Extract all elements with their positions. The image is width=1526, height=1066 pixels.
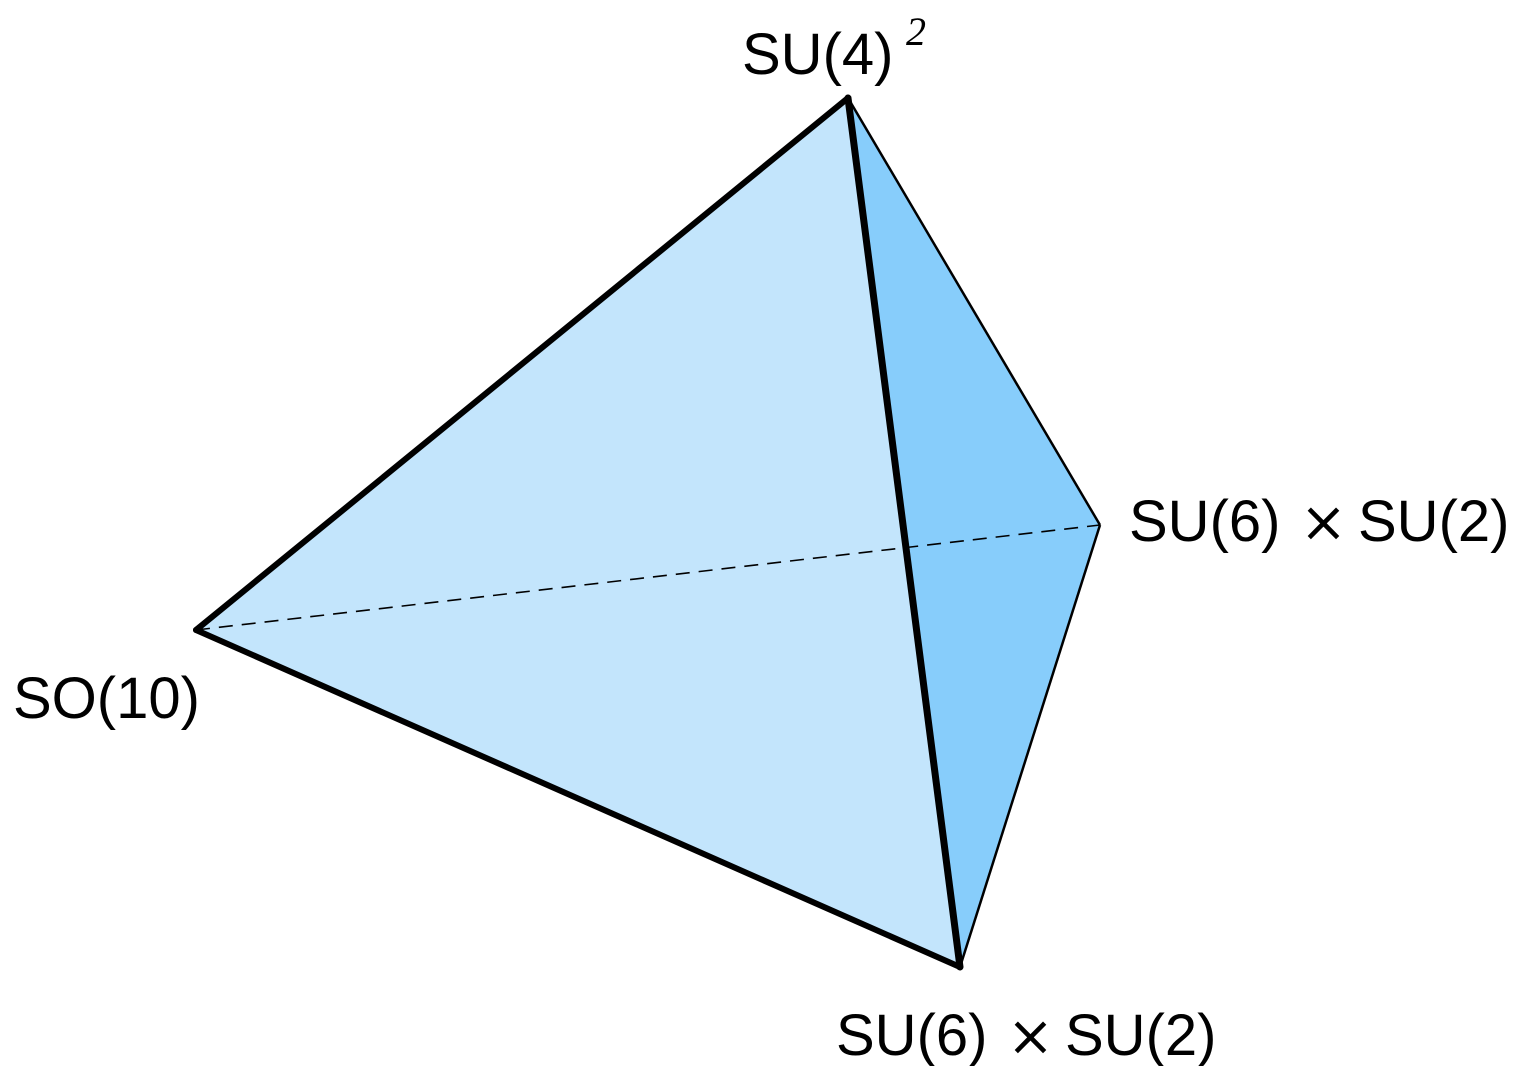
edge-top-right <box>846 97 1102 526</box>
edge-top-bottom <box>844 94 964 971</box>
side-face <box>848 98 1100 967</box>
vertex-label-bottom: SU(6) × SU(2) <box>836 1003 1216 1066</box>
vertex-label-top-superscript: 2 <box>906 9 926 54</box>
vertex-label-left: SO(10) <box>13 666 200 731</box>
vertex-label-right-right-part: SU(2) <box>1358 489 1509 554</box>
edge-left-top <box>193 95 851 633</box>
vertex-label-bottom-right-part: SU(2) <box>1065 1003 1216 1066</box>
vertex-label-top-text: SU(4) <box>742 22 893 87</box>
vertex-label-top: SU(4) 2 <box>742 9 926 87</box>
edge-left-bottom <box>193 627 963 970</box>
vertex-label-right: SU(6) × SU(2) <box>1129 489 1509 555</box>
front-face <box>196 98 960 967</box>
vertex-label-right-left-part: SU(6) <box>1129 489 1280 554</box>
vertex-label-bottom-left-part: SU(6) <box>836 1003 987 1066</box>
hidden-edge <box>195 524 1101 631</box>
vertex-label-bottom-operator: × <box>1007 1004 1054 1066</box>
vertex-label-right-operator: × <box>1300 490 1347 555</box>
edge-right-bottom <box>958 524 1102 968</box>
